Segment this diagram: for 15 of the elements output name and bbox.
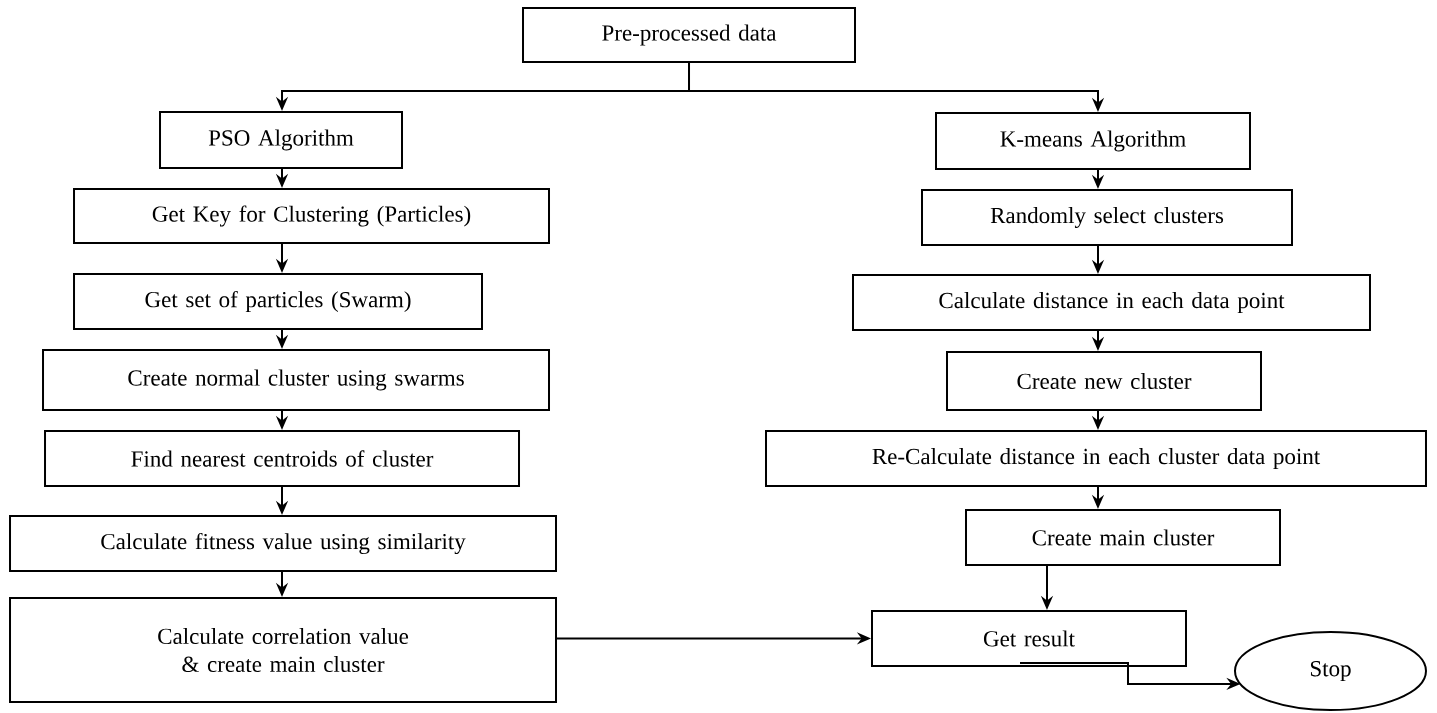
process-box: Get Key for Clustering (Particles)	[73, 188, 550, 244]
process-box: Create normal cluster using swarms	[42, 349, 550, 411]
process-box: Calculate distance in each data point	[852, 274, 1371, 331]
process-box: Create main cluster	[965, 509, 1281, 566]
process-box: PSO Algorithm	[159, 111, 403, 169]
process-box: Randomly select clusters	[921, 189, 1293, 246]
process-box: Pre-processed data	[522, 7, 856, 63]
process-box: Calculate correlation value & create main cluster	[9, 597, 557, 703]
process-box: Get set of particles (Swarm)	[73, 273, 483, 330]
process-box: Get result	[871, 610, 1187, 667]
process-box: Create new cluster	[946, 351, 1262, 411]
process-box: K-means Algorithm	[935, 112, 1251, 170]
process-box: Find nearest centroids of cluster	[44, 430, 520, 487]
process-box: Re-Calculate distance in each cluster data point	[765, 430, 1427, 487]
process-box: Calculate fitness value using similarity	[9, 515, 557, 572]
